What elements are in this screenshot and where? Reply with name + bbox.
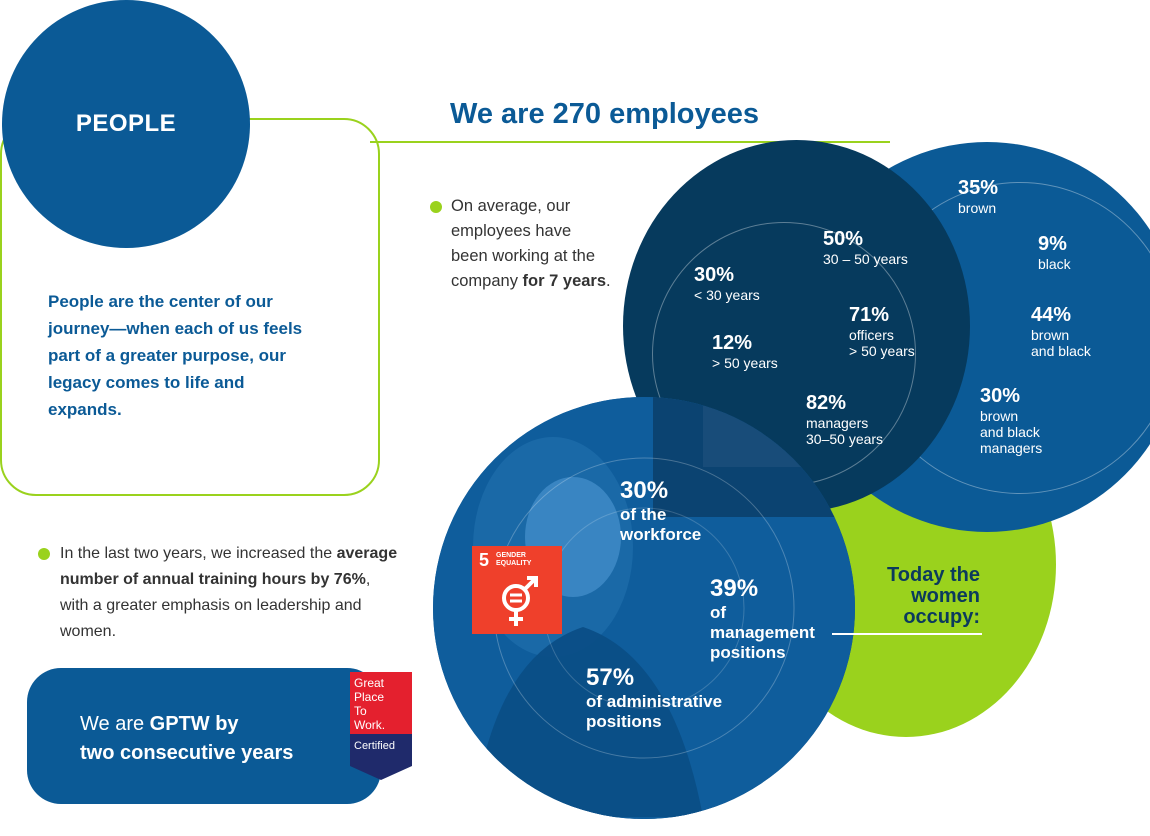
- stat-value: 50%: [823, 228, 864, 250]
- stat-label: brown: [958, 200, 997, 216]
- badge-line: Great: [354, 676, 385, 690]
- stat-value: 12%: [712, 332, 753, 354]
- age-stat: 12% > 50 years: [712, 332, 778, 371]
- people-circle: PEOPLE: [2, 0, 250, 248]
- age-stat: 71% officers > 50 years: [849, 304, 915, 359]
- training-text-a: In the last two years, we increased the: [60, 545, 337, 562]
- training-text-bold: average number of annual training hours …: [60, 545, 398, 588]
- women-title-underline: [832, 633, 982, 635]
- badge-line: Place: [354, 690, 384, 704]
- women-stat: 57% of administrative positions: [586, 664, 722, 732]
- age-stat: 50% 30 – 50 years: [823, 228, 908, 267]
- bullet-icon: [38, 548, 50, 560]
- women-stat: 39% of management positions: [710, 575, 815, 663]
- stat-label: of administrative: [586, 692, 723, 711]
- gender-symbol-icon: [502, 576, 538, 626]
- sdg-label: GENDER EQUALITY: [496, 552, 531, 568]
- age-stat: 82% managers 30–50 years: [806, 392, 883, 447]
- race-stat: 9% black: [1038, 233, 1071, 272]
- tenure-text-c: .: [606, 272, 611, 290]
- stat-label: workforce: [620, 525, 702, 544]
- sdg-line: GENDER: [496, 552, 526, 559]
- tenure-text-bold: for 7 years: [522, 272, 607, 290]
- stat-label: positions: [586, 712, 662, 731]
- stat-label: < 30 years: [694, 287, 760, 303]
- stat-value: 30%: [980, 385, 1021, 407]
- stat-label: positions: [710, 643, 786, 662]
- training-text-c: , with a greater emphasis on leadership …: [60, 571, 371, 640]
- gptw-text: We are GPTW by two consecutive years: [80, 710, 293, 768]
- stat-label: of: [710, 603, 727, 622]
- stat-value: 82%: [806, 392, 847, 414]
- women-title: Today the women occupy:: [887, 564, 980, 628]
- stat-label: managers: [980, 440, 1043, 456]
- stat-label: and black: [980, 424, 1040, 440]
- gptw-box: [27, 668, 381, 804]
- stat-label: and black: [1031, 343, 1091, 359]
- stat-label: of the: [620, 505, 667, 524]
- badge-line: Work.: [354, 718, 385, 732]
- stat-value: 57%: [586, 664, 635, 691]
- bullet-icon: [430, 201, 442, 213]
- stat-label: officers: [849, 327, 894, 343]
- stat-value: 39%: [710, 575, 759, 602]
- stat-value: 35%: [958, 177, 999, 199]
- stat-label: brown: [1031, 327, 1070, 343]
- stat-value: 44%: [1031, 304, 1072, 326]
- gptw-prefix: We are: [80, 713, 150, 735]
- gptw-badge-icon: Great Place To Work. Certified: [350, 672, 412, 780]
- gptw-bold-2: two consecutive years: [80, 742, 294, 764]
- stat-value: 30%: [620, 477, 669, 504]
- stat-value: 30%: [694, 264, 735, 286]
- gptw-bold-1: GPTW by: [149, 713, 239, 735]
- sdg-5-icon: 5 GENDER EQUALITY: [472, 546, 562, 634]
- stat-value: 9%: [1038, 233, 1067, 255]
- stat-label: 30–50 years: [806, 431, 884, 447]
- race-stat: 30% brown and black managers: [980, 385, 1042, 456]
- header-line: [370, 141, 890, 143]
- section-title: PEOPLE: [75, 110, 177, 137]
- stat-label: management: [710, 623, 815, 642]
- training-text: In the last two years, we increased the …: [60, 541, 400, 645]
- sdg-number: 5: [479, 550, 490, 570]
- women-stat: 30% of the workforce: [620, 477, 701, 545]
- stat-label: black: [1038, 256, 1071, 272]
- stat-label: managers: [806, 415, 869, 431]
- intro-text: People are the center of our journey—whe…: [48, 292, 303, 419]
- stat-value: 71%: [849, 304, 890, 326]
- headline: We are 270 employees: [450, 98, 759, 130]
- stat-label: > 50 years: [849, 343, 915, 359]
- badge-certified: Certified: [354, 740, 395, 752]
- tenure-text: On average, our employees have been work…: [451, 194, 611, 294]
- tenure-text-a: On average, our employees have been work…: [451, 197, 596, 290]
- stat-label: brown: [980, 408, 1019, 424]
- age-stat: 30% < 30 years: [694, 264, 760, 303]
- race-stat: 35% brown: [958, 177, 998, 216]
- stat-label: 30 – 50 years: [823, 251, 908, 267]
- stat-label: > 50 years: [712, 355, 778, 371]
- sdg-line: EQUALITY: [496, 560, 532, 567]
- race-stat: 44% brown and black: [1031, 304, 1091, 359]
- badge-line: To: [354, 704, 367, 718]
